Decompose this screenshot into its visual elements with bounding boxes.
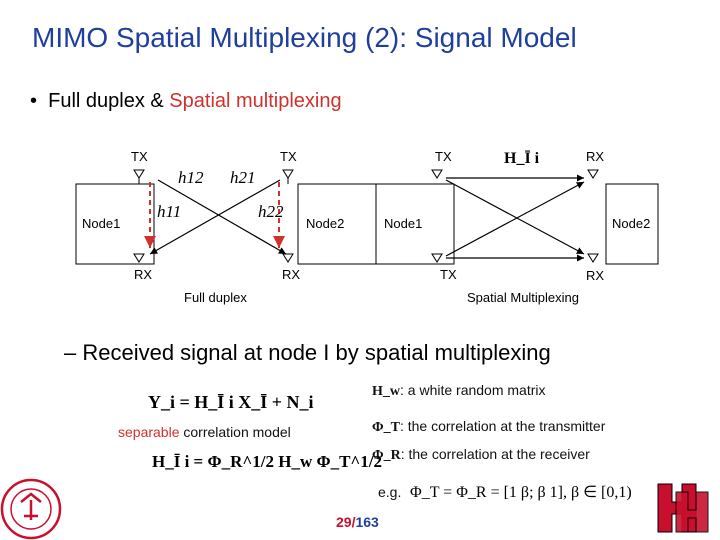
left-rx2-label: RX	[282, 267, 301, 282]
right-node1-box	[375, 183, 455, 265]
mimo-diagrams	[75, 169, 659, 265]
uh-logo	[657, 483, 709, 533]
antenna-icon	[431, 253, 443, 263]
antenna-icon	[133, 253, 145, 263]
label-channel-matrix: H_Ī i	[504, 150, 540, 167]
symbol-phi-t: Φ_T	[372, 420, 400, 435]
bullet-prefix: Full duplex &	[48, 90, 170, 112]
separable-rest: correlation model	[179, 424, 291, 440]
label-h21: h21	[230, 168, 256, 187]
page-number: 29/163	[336, 514, 379, 530]
right-tx-top-label: TX	[435, 149, 452, 164]
antenna-icon	[282, 169, 294, 184]
label-h11: h11	[157, 202, 182, 221]
full-duplex-caption: Full duplex	[184, 290, 247, 305]
antenna-icon	[587, 253, 599, 263]
slide-title: MIMO Spatial Multiplexing (2): Signal Mo…	[32, 22, 577, 53]
main-bullet: • Full duplex & Spatial multiplexing	[30, 90, 342, 112]
correlation-equation: H_Ī i = Φ_R^1/2 H_w Φ_T^1/2	[152, 452, 383, 471]
definition-phi-r: Φ_R: the correlation at the receiver	[372, 446, 590, 463]
antenna-icon	[133, 169, 145, 184]
label-h12: h12	[178, 168, 204, 187]
definition-phi-t: Φ_T: the correlation at the transmitter	[372, 418, 606, 435]
left-tx1-label: TX	[131, 149, 148, 164]
left-node1-box	[75, 183, 155, 265]
spatial-mux-caption: Spatial Multiplexing	[467, 290, 580, 305]
right-node2-box	[605, 183, 659, 265]
signal-equation: Y_i = H_Ī i X_Ī + N_i	[148, 392, 314, 412]
link-h12	[157, 179, 287, 255]
sub-bullet: – Received signal at node I by spatial m…	[64, 340, 551, 365]
right-tx-bottom-label: TX	[440, 267, 457, 282]
left-node1-label: Node1	[82, 216, 121, 231]
antenna-icon	[431, 169, 443, 179]
right-rx-bottom-label: RX	[586, 268, 605, 283]
link-h21	[149, 179, 281, 255]
antenna-icon	[587, 169, 599, 179]
antenna-icon	[282, 253, 294, 263]
full-duplex-diagram	[75, 169, 377, 265]
eg-label: e.g.	[378, 484, 402, 500]
bullet-highlight: Spatial multiplexing	[169, 90, 342, 112]
left-tx2-label: TX	[280, 149, 297, 164]
right-rx-top-label: RX	[586, 149, 605, 164]
spatial-mux-diagram	[375, 169, 659, 265]
right-node2-label: Node2	[612, 216, 651, 231]
right-node1-label: Node1	[384, 216, 423, 231]
left-node2-box	[297, 183, 377, 265]
symbol-hw: H_w	[372, 384, 400, 399]
label-h22: h22	[258, 202, 284, 221]
definition-hw: H_w: a white random matrix	[372, 382, 546, 399]
university-seal-logo	[0, 478, 62, 540]
example-equation: Φ_T = Φ_R = [1 β; β 1], β ∈ [0,1)	[410, 484, 632, 501]
symbol-phi-r: Φ_R	[372, 448, 401, 463]
left-rx1-label: RX	[134, 267, 153, 282]
left-node2-label: Node2	[306, 216, 345, 231]
separable-label: separable correlation model	[118, 424, 291, 440]
separable-word: separable	[118, 424, 180, 440]
